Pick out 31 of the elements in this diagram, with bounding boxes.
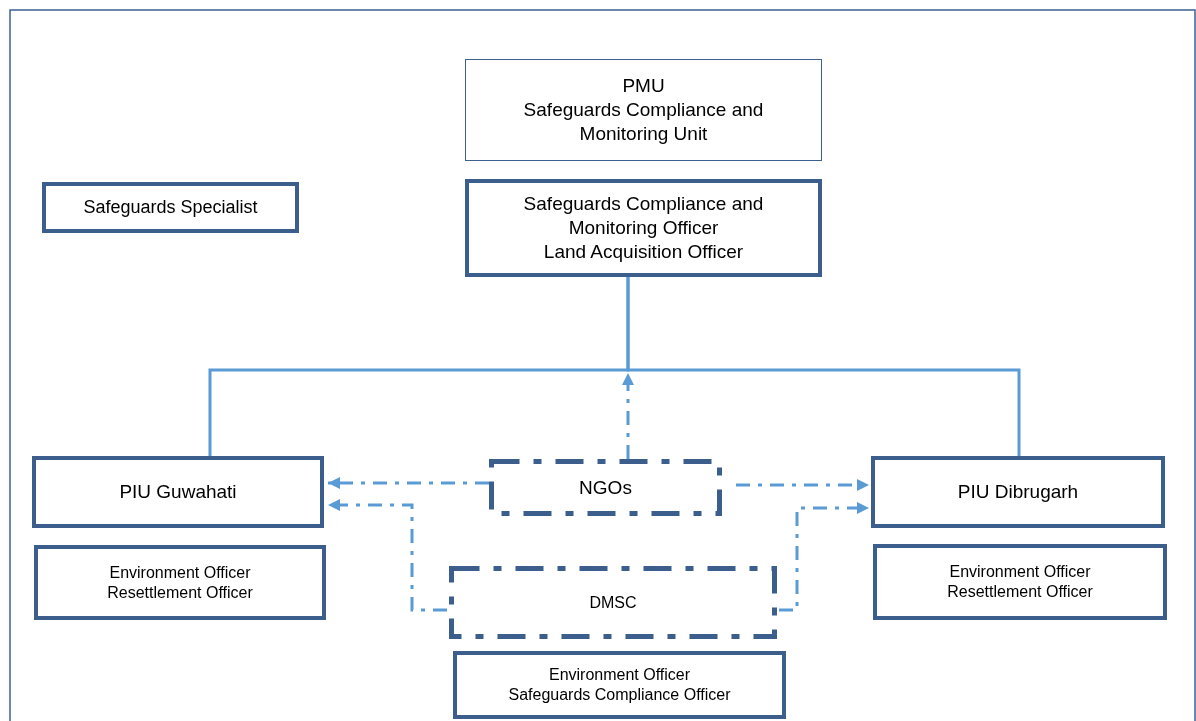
org-box <box>465 179 822 277</box>
connector <box>626 277 1021 456</box>
box-text: PIU Dibrugarh <box>957 480 1079 504</box>
org-box <box>873 544 1167 620</box>
box-text: Land Acquisition Officer <box>543 239 744 264</box>
box-text: NGOs <box>579 475 632 500</box>
box-text: PMU <box>622 74 665 99</box>
org-box <box>871 456 1165 528</box>
box-text: Resettlement Officer <box>947 582 1093 602</box>
org-box <box>42 182 299 233</box>
connector <box>328 477 489 489</box>
box-text: Safeguards Specialist <box>83 196 258 219</box>
box-text: Environment Officer <box>548 665 691 685</box>
box-text: Environment Officer <box>109 562 251 583</box>
connector <box>779 502 869 612</box>
box-text: DMSC <box>589 592 637 613</box>
box-text: Safeguards Compliance Officer <box>508 685 731 705</box>
org-box <box>34 545 326 620</box>
dashed-box <box>489 459 722 516</box>
box-text: Safeguards Compliance and Monitoring Unit <box>522 98 765 146</box>
box-text: PIU Guwahati <box>119 480 237 504</box>
connector <box>736 479 869 491</box>
org-box <box>32 456 324 528</box>
box-text: Environment Officer <box>949 562 1091 582</box>
org-box <box>453 651 786 719</box>
org-box <box>465 59 822 161</box>
connector <box>328 499 447 612</box>
dashed-box <box>449 566 777 639</box>
box-text: Safeguards Compliance and Monitoring Officer <box>522 192 765 240</box>
connector <box>622 373 634 459</box>
box-text: Resettlement Officer <box>107 582 253 603</box>
